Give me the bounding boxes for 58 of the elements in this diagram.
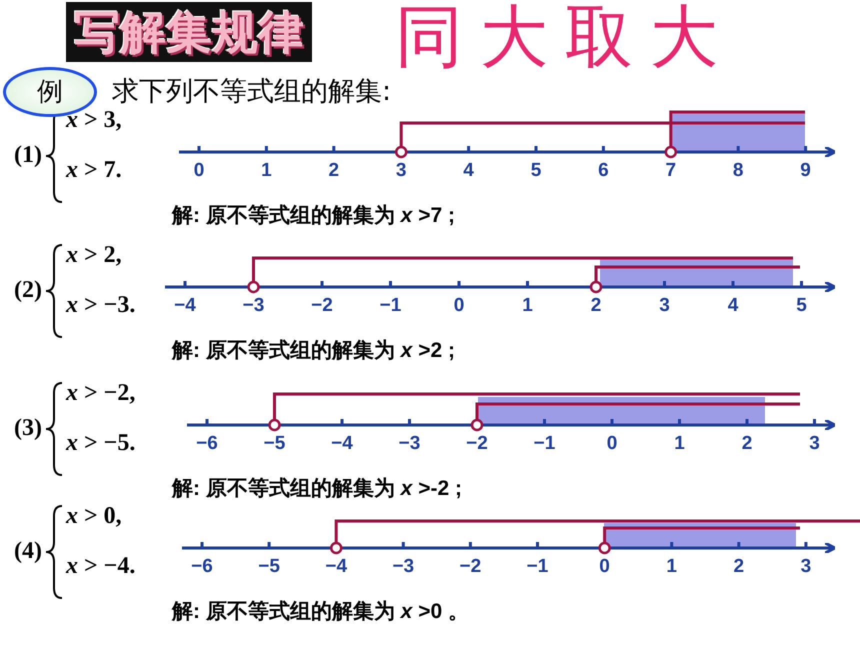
- tick-label: 9: [800, 160, 811, 182]
- tick-label: 2: [742, 433, 752, 455]
- tick-label: 3: [659, 295, 670, 317]
- inequality: x > 7.: [66, 157, 122, 184]
- tick-label: 7: [666, 160, 676, 182]
- tick-label: 0: [606, 433, 618, 455]
- tick-label: 0: [194, 160, 204, 182]
- tick-label: 5: [796, 295, 807, 317]
- title-banner: 写解集规律: [66, 2, 312, 62]
- solution-text: 解: 原不等式组的解集为 x >2 ;: [172, 338, 455, 364]
- tick-label: 8: [732, 160, 744, 182]
- tick-label: −2: [466, 433, 488, 455]
- tick-label: 5: [530, 160, 542, 182]
- problem-number: (1): [14, 142, 42, 169]
- tick-label: 1: [522, 295, 533, 317]
- tick-label: 3: [800, 556, 812, 578]
- tick-label: −4: [325, 556, 348, 578]
- tick-label: 2: [328, 160, 340, 182]
- inequality: x > −4.: [66, 553, 136, 580]
- heading: 同 大 取 大: [395, 0, 718, 77]
- inequality: x > 2,: [66, 242, 122, 269]
- tick-label: −1: [526, 556, 548, 578]
- tick-label: −2: [460, 556, 482, 578]
- inequality: x > −3.: [66, 292, 136, 319]
- tick-label: −3: [398, 433, 420, 455]
- problem-number: (4): [14, 538, 42, 565]
- problem-number: (3): [14, 415, 42, 442]
- inequality: x > −2,: [66, 380, 136, 407]
- inequality: x > −5.: [66, 430, 136, 457]
- tick-label: −6: [196, 433, 218, 455]
- inequality: x > 0,: [66, 503, 122, 530]
- tick-label: 1: [261, 160, 272, 182]
- tick-label: 3: [809, 433, 820, 455]
- tick-label: 4: [728, 295, 738, 317]
- solution-text: 解: 原不等式组的解集为 x >-2 ;: [172, 476, 462, 502]
- tick-label: −1: [534, 433, 556, 455]
- tick-label: −4: [331, 433, 353, 455]
- tick-label: 1: [674, 433, 685, 455]
- tick-label: −6: [191, 556, 213, 578]
- tick-label: 0: [454, 295, 464, 317]
- instruction-text: 求下列不等式组的解集:: [112, 75, 392, 109]
- tick-label: 2: [734, 556, 744, 578]
- tick-label: −1: [380, 295, 402, 317]
- tick-label: 3: [396, 160, 406, 182]
- tick-label: 6: [598, 160, 609, 182]
- tick-label: 0: [599, 556, 610, 578]
- tick-label: −4: [174, 295, 196, 317]
- solution-text: 解: 原不等式组的解集为 x >0 。: [172, 599, 469, 625]
- tick-label: −5: [258, 556, 280, 578]
- solution-text: 解: 原不等式组的解集为 x >7 ;: [172, 203, 455, 229]
- tick-label: 2: [590, 295, 602, 317]
- tick-label: 4: [463, 160, 474, 182]
- tick-label: −5: [264, 433, 286, 455]
- tick-label: 1: [666, 556, 677, 578]
- tick-label: −2: [311, 295, 333, 317]
- tick-label: −3: [392, 556, 414, 578]
- tick-label: −3: [242, 295, 264, 317]
- problem-number: (2): [14, 277, 42, 304]
